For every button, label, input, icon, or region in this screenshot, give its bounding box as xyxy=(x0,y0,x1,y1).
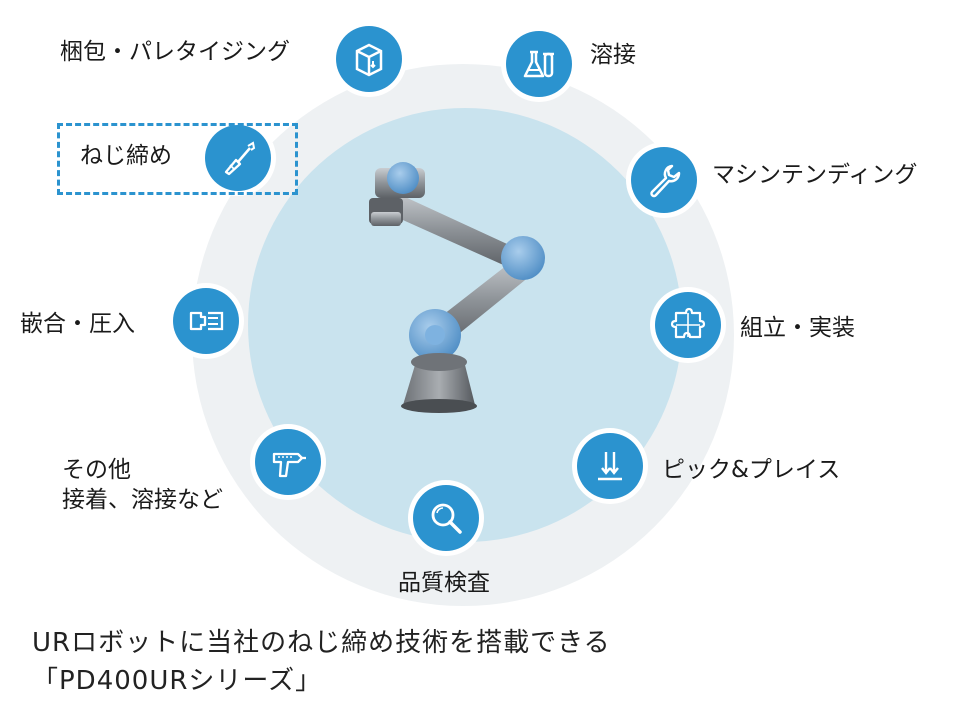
other-label-line1: その他 xyxy=(62,457,131,483)
inspection-label: 品質検査 xyxy=(398,570,490,596)
press-fit-label: 嵌合・圧入 xyxy=(20,311,135,337)
magnifier-icon xyxy=(431,503,462,534)
other-label-line2: 接着、溶接など xyxy=(62,486,223,513)
down-arrows-icon xyxy=(598,452,622,481)
screw-fastening-node xyxy=(205,125,271,191)
screw-fastening-highlight xyxy=(57,123,298,195)
screw-fastening-label: ねじ締め xyxy=(80,143,172,169)
glue-gun-icon xyxy=(272,452,306,478)
machine-tending-label: マシンテンディング xyxy=(712,162,918,188)
assembly-node xyxy=(655,292,721,358)
welding-label: 溶接 xyxy=(590,42,636,68)
caption-line2: 「PD400URシリーズ」 xyxy=(32,665,323,696)
box-icon xyxy=(355,43,383,77)
welding-node xyxy=(506,31,572,97)
inspection-node xyxy=(413,485,479,551)
application-diagram: 梱包・パレタイジング 溶接 マシンテンディング 組立・実装 ピック&プレイス 品… xyxy=(20,26,918,606)
other-node xyxy=(255,429,321,495)
press-fit-icon xyxy=(189,311,224,331)
wrench-icon xyxy=(650,164,681,198)
other-label: その他 接着、溶接など xyxy=(62,456,223,516)
machine-tending-node xyxy=(631,147,697,213)
pick-place-label: ピック&プレイス xyxy=(662,457,841,483)
caption: URロボットに当社のねじ締め技術を搭載できる 「PD400URシリーズ」 xyxy=(32,625,611,700)
flask-icon xyxy=(523,50,554,78)
screwdriver-icon xyxy=(224,141,256,176)
pick-place-node xyxy=(577,433,643,499)
palletizing-node xyxy=(336,26,402,92)
puzzle-icon xyxy=(670,307,706,339)
robot-arm-illustration xyxy=(369,162,545,413)
caption-line1: URロボットに当社のねじ締め技術を搭載できる xyxy=(32,628,611,658)
palletizing-label: 梱包・パレタイジング xyxy=(60,39,290,65)
press-fit-node xyxy=(173,288,239,354)
assembly-label: 組立・実装 xyxy=(740,315,855,341)
